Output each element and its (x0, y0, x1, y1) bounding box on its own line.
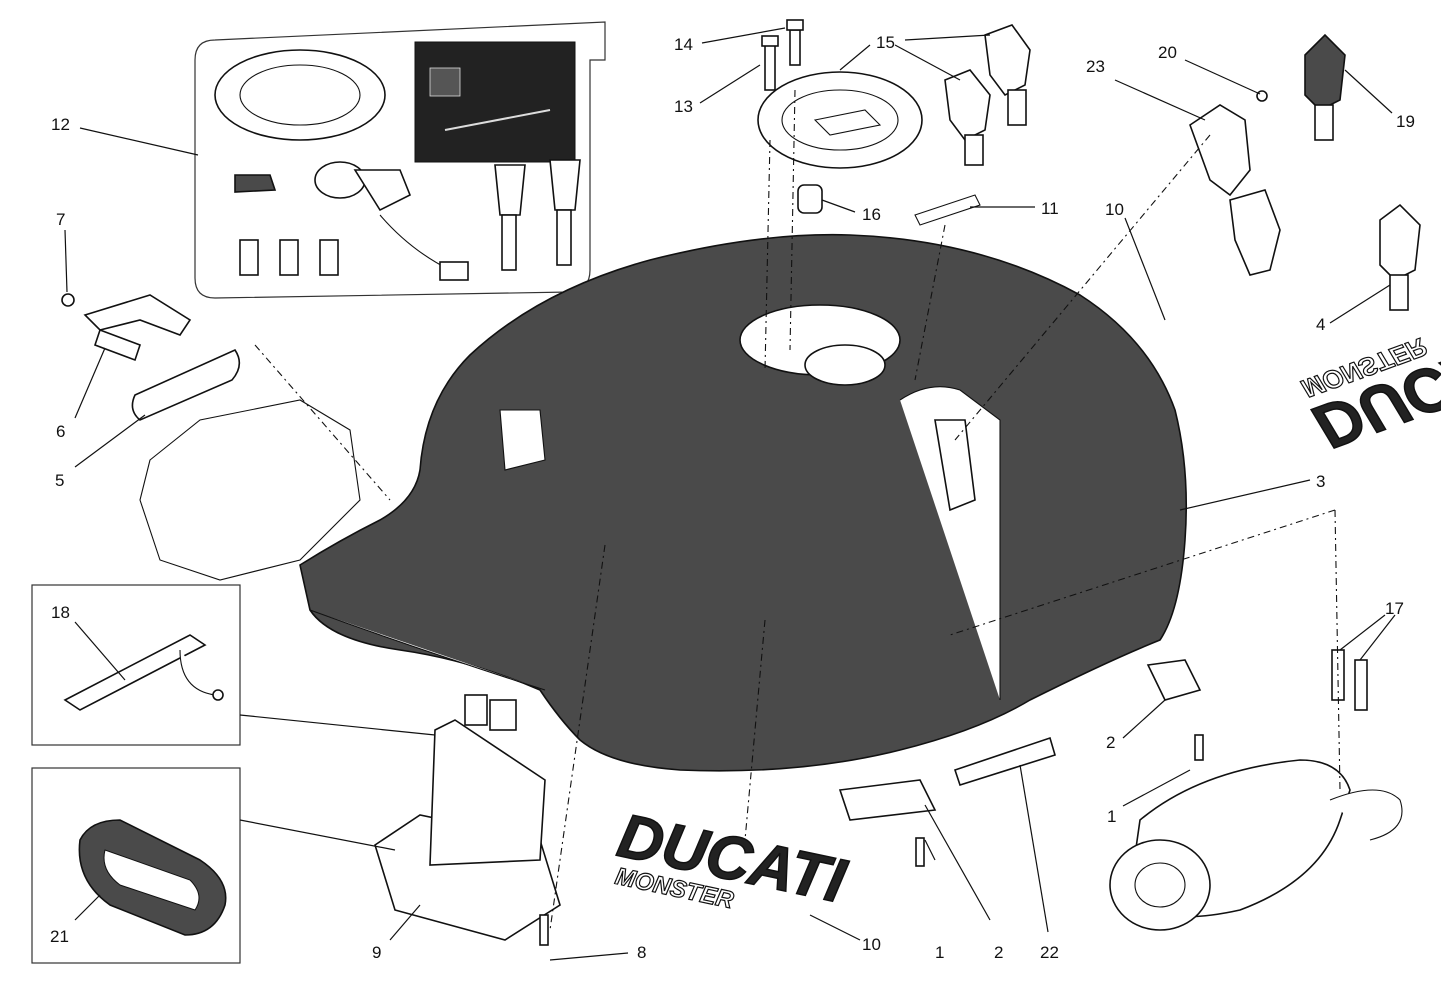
callout-22: 22 (1040, 943, 1059, 962)
callout-23: 23 (1086, 57, 1105, 76)
callout-1b: 1 (1107, 807, 1116, 826)
callout-11: 11 (1041, 199, 1059, 218)
decal-lower: DUCATI MONSTER (611, 800, 853, 917)
callout-17: 17 (1385, 599, 1404, 618)
callout-12: 12 (51, 115, 70, 134)
lock-kit-panel (194, 21, 606, 299)
filler-cap-assembly (757, 19, 1031, 214)
callout-8: 8 (637, 943, 646, 962)
latch (1189, 90, 1281, 276)
assembly-lines (254, 89, 1341, 931)
callout-14: 14 (674, 35, 693, 54)
callout-7: 7 (56, 210, 65, 229)
pads-and-screws (838, 659, 1204, 867)
callout-6: 6 (56, 422, 65, 441)
callout-19: 19 (1396, 112, 1415, 131)
callout-1a: 1 (935, 943, 944, 962)
gasket-box (31, 767, 241, 964)
badge (914, 194, 981, 226)
callout-10a: 10 (862, 935, 881, 954)
callout-5: 5 (55, 471, 64, 490)
callout-2b: 2 (1106, 733, 1115, 752)
canister (1109, 649, 1403, 931)
fuel-pump (374, 694, 561, 946)
callout-21: 21 (50, 927, 69, 946)
fuel-tank (299, 233, 1188, 772)
leader-lines (64, 27, 1396, 961)
keys-right (1304, 33, 1421, 311)
callout-4: 4 (1316, 315, 1325, 334)
callout-16: 16 (862, 205, 881, 224)
callout-labels: 1 1 2 2 3 4 5 6 7 8 9 10 10 11 12 13 14 … (50, 33, 1415, 962)
sensor-box (31, 584, 241, 746)
callout-13: 13 (674, 97, 693, 116)
callout-15: 15 (876, 33, 895, 52)
callout-10b: 10 (1105, 200, 1124, 219)
callout-9: 9 (372, 943, 381, 962)
bracket-and-frame (61, 293, 361, 581)
callout-20: 20 (1158, 43, 1177, 62)
callout-2a: 2 (994, 943, 1003, 962)
callout-3: 3 (1316, 472, 1325, 491)
callout-18: 18 (51, 603, 70, 622)
